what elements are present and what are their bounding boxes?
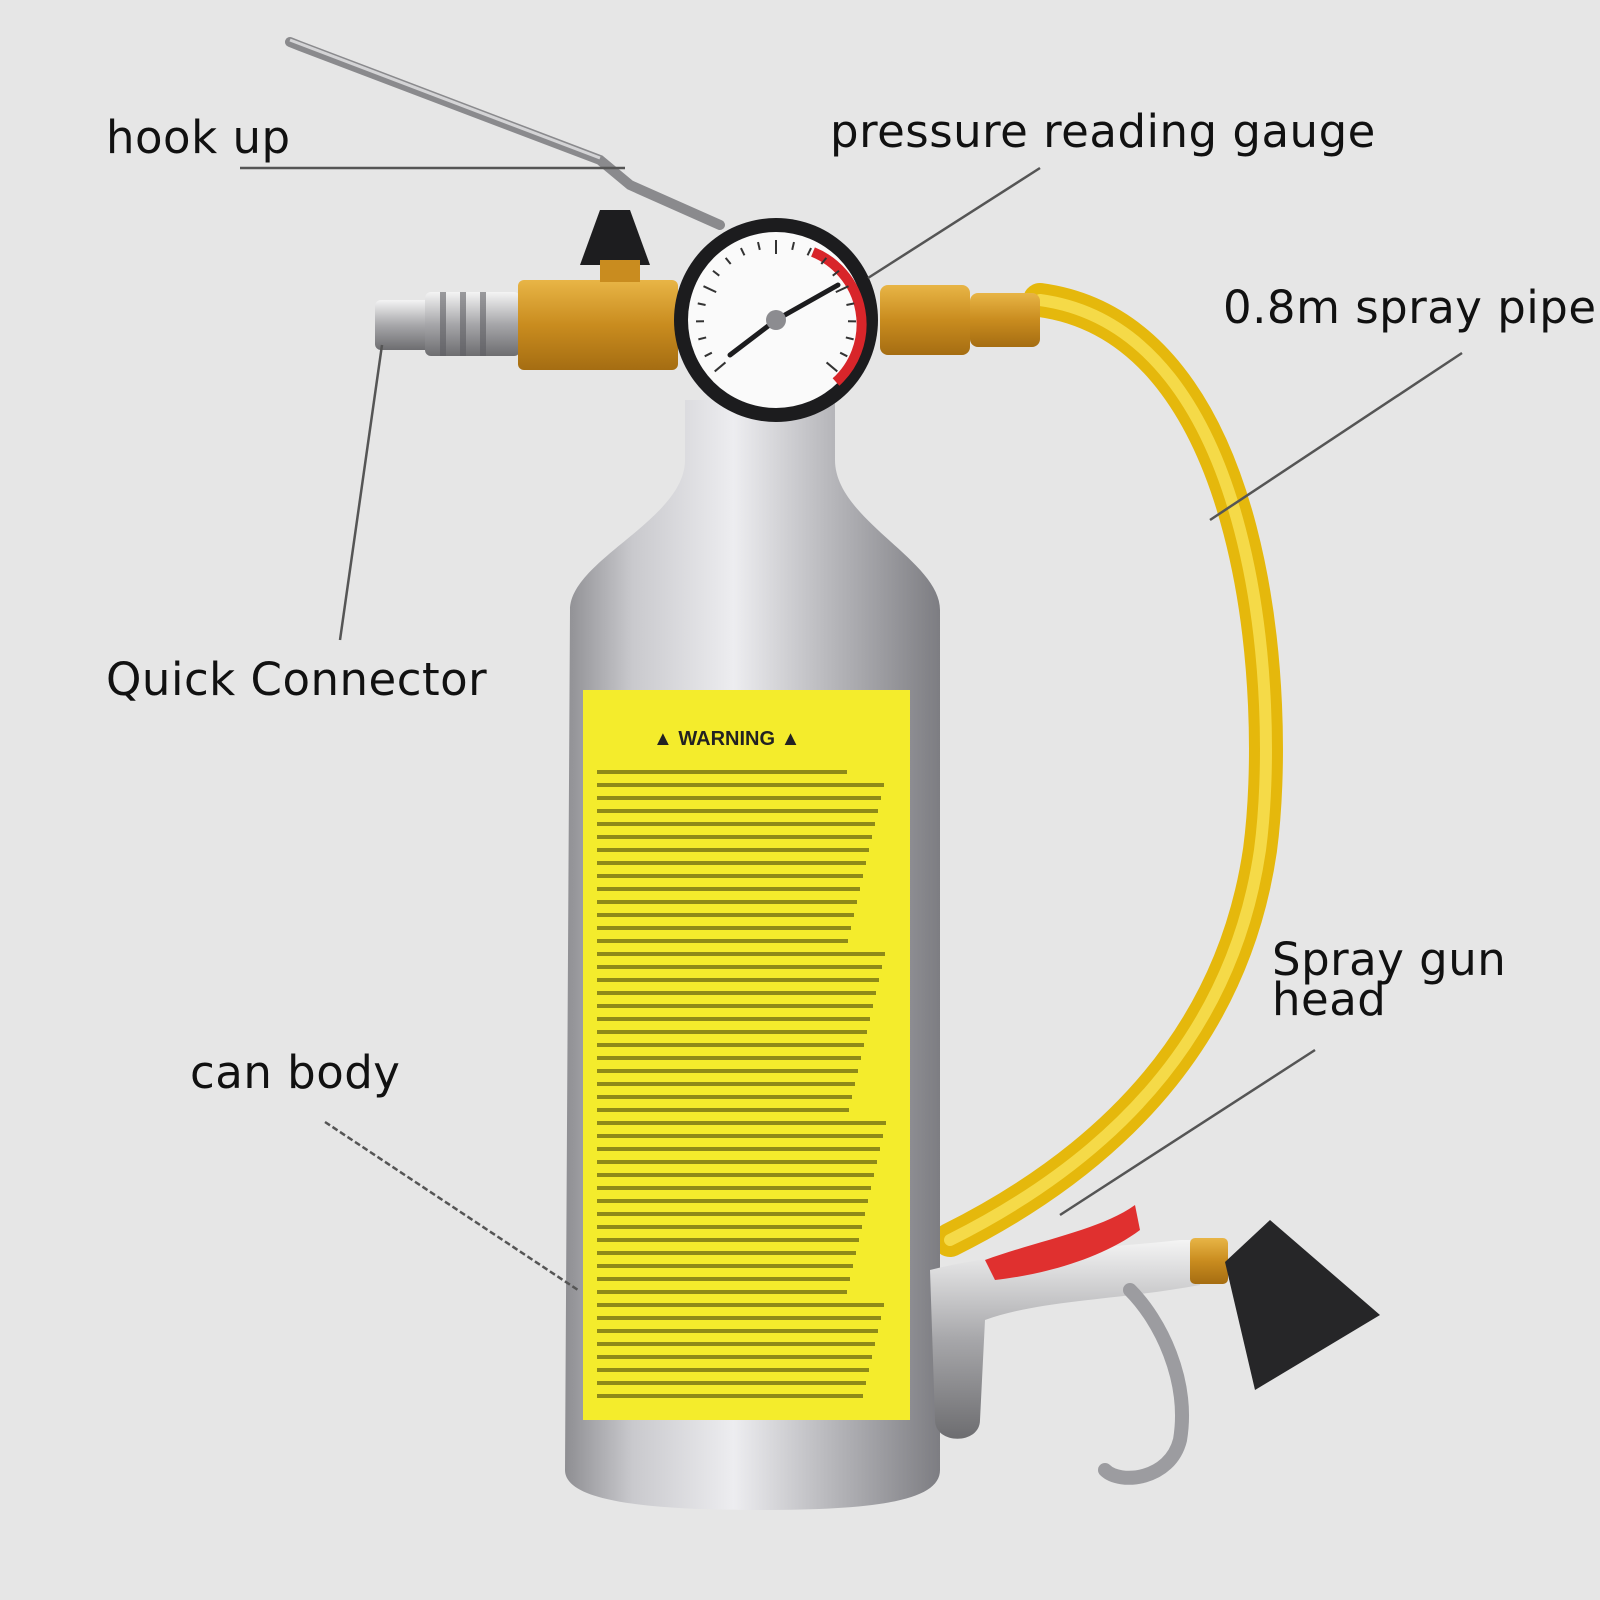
gauge-tick <box>835 285 849 294</box>
spray-gun <box>930 1205 1380 1485</box>
spray-pipe-hose <box>933 283 1283 1257</box>
warning-text-line <box>597 1225 862 1229</box>
label-spray-gun-head-line2: head <box>1272 973 1387 1026</box>
gauge-tick <box>704 351 713 358</box>
gauge-tick <box>846 302 855 307</box>
gauge-tick <box>757 241 761 251</box>
warning-text-line <box>597 1316 881 1320</box>
warning-text-line <box>597 1264 853 1268</box>
warning-text-line <box>597 1381 866 1385</box>
gauge-tick <box>791 241 795 251</box>
warning-text-line <box>597 783 884 787</box>
leader-spray-gun-head <box>1059 1048 1316 1217</box>
gauge-tick <box>698 336 707 341</box>
warning-text-line <box>597 939 848 943</box>
warning-triangle-icon: ▲ <box>653 728 673 750</box>
warning-text-line <box>597 1134 883 1138</box>
warning-text-line <box>597 1394 863 1398</box>
warning-text-line <box>597 965 882 969</box>
warning-title: ▲ WARNING ▲ <box>653 728 800 751</box>
quick-connector <box>375 300 435 350</box>
leader-pressure-gauge <box>867 166 1041 280</box>
warning-text-line <box>597 796 881 800</box>
warning-triangle-icon: ▲ <box>780 728 801 750</box>
pressure-gauge <box>674 218 878 422</box>
gauge-tick <box>697 302 706 307</box>
warning-text-line <box>597 1082 855 1086</box>
warning-text-line <box>597 822 875 826</box>
warning-text-line <box>597 1290 847 1294</box>
warning-text-line <box>597 1147 880 1151</box>
leader-spray-pipe <box>1209 351 1463 522</box>
hook-wire <box>285 37 725 230</box>
gauge-tick <box>820 257 828 265</box>
warning-text-line <box>597 1329 878 1333</box>
warning-text-line <box>597 1069 858 1073</box>
warning-text-line <box>597 991 876 995</box>
gauge-tick <box>832 269 840 277</box>
trigger-lever <box>985 1205 1140 1280</box>
valve-knob <box>580 210 650 265</box>
warning-text-line <box>597 926 851 930</box>
warning-text-line <box>597 1342 875 1346</box>
leader-can-body <box>324 1120 579 1292</box>
gauge-tick <box>839 351 848 358</box>
warning-text-line <box>597 1368 869 1372</box>
warning-text-line <box>597 809 878 813</box>
nozzle-cone <box>1225 1220 1380 1390</box>
warning-text-line <box>597 874 863 878</box>
warning-text-line <box>597 861 866 865</box>
warning-text-line <box>597 952 885 956</box>
warning-text-line <box>597 1095 852 1099</box>
warning-text-line <box>597 1043 864 1047</box>
leader-quick-connector <box>338 344 384 641</box>
warning-text-line <box>597 835 872 839</box>
warning-text-line <box>597 1160 877 1164</box>
warning-text-line <box>597 1251 856 1255</box>
label-spray-gun-head-line1: Spray gun <box>1272 933 1507 986</box>
gauge-tick <box>703 285 717 294</box>
gauge-tick <box>712 269 720 277</box>
gauge-tick <box>825 361 838 373</box>
warning-text-line <box>597 1121 886 1125</box>
warning-text-line <box>597 1030 867 1034</box>
label-can-body: can body <box>190 1046 401 1099</box>
brass-valve-block <box>518 280 678 370</box>
label-hook-up: hook up <box>106 111 291 164</box>
warning-text-line <box>597 1004 873 1008</box>
warning-text-line <box>597 848 869 852</box>
warning-text-line <box>597 900 857 904</box>
warning-text-line <box>597 770 847 774</box>
label-quick-connector: Quick Connector <box>106 653 488 706</box>
warning-text-line <box>597 1017 870 1021</box>
gauge-tick <box>845 336 854 341</box>
gauge-tick <box>714 361 727 373</box>
warning-text-line <box>597 1186 871 1190</box>
brass-fitting <box>880 285 970 355</box>
warning-text-line <box>597 978 879 982</box>
warning-text-line <box>597 887 860 891</box>
warning-text-line <box>597 1238 859 1242</box>
gauge-tick <box>740 247 746 256</box>
warning-text-lines <box>597 770 886 1398</box>
warning-text-line <box>597 1212 865 1216</box>
warning-text-line <box>597 1199 868 1203</box>
label-spray-gun-head: Spray gun head <box>1272 933 1507 1026</box>
warning-text-line <box>597 913 854 917</box>
warning-text-line <box>597 1173 874 1177</box>
label-spray-pipe: 0.8m spray pipe <box>1223 281 1597 334</box>
gauge-tick <box>806 247 812 256</box>
warning-text-line <box>597 1355 872 1359</box>
label-pressure-gauge: pressure reading gauge <box>830 105 1376 158</box>
warning-text-line <box>597 1108 849 1112</box>
gauge-tick <box>724 257 732 265</box>
warning-text-line <box>597 1277 850 1281</box>
warning-title-text: WARNING <box>678 728 776 750</box>
warning-text-line <box>597 1303 884 1307</box>
warning-text-line <box>597 1056 861 1060</box>
